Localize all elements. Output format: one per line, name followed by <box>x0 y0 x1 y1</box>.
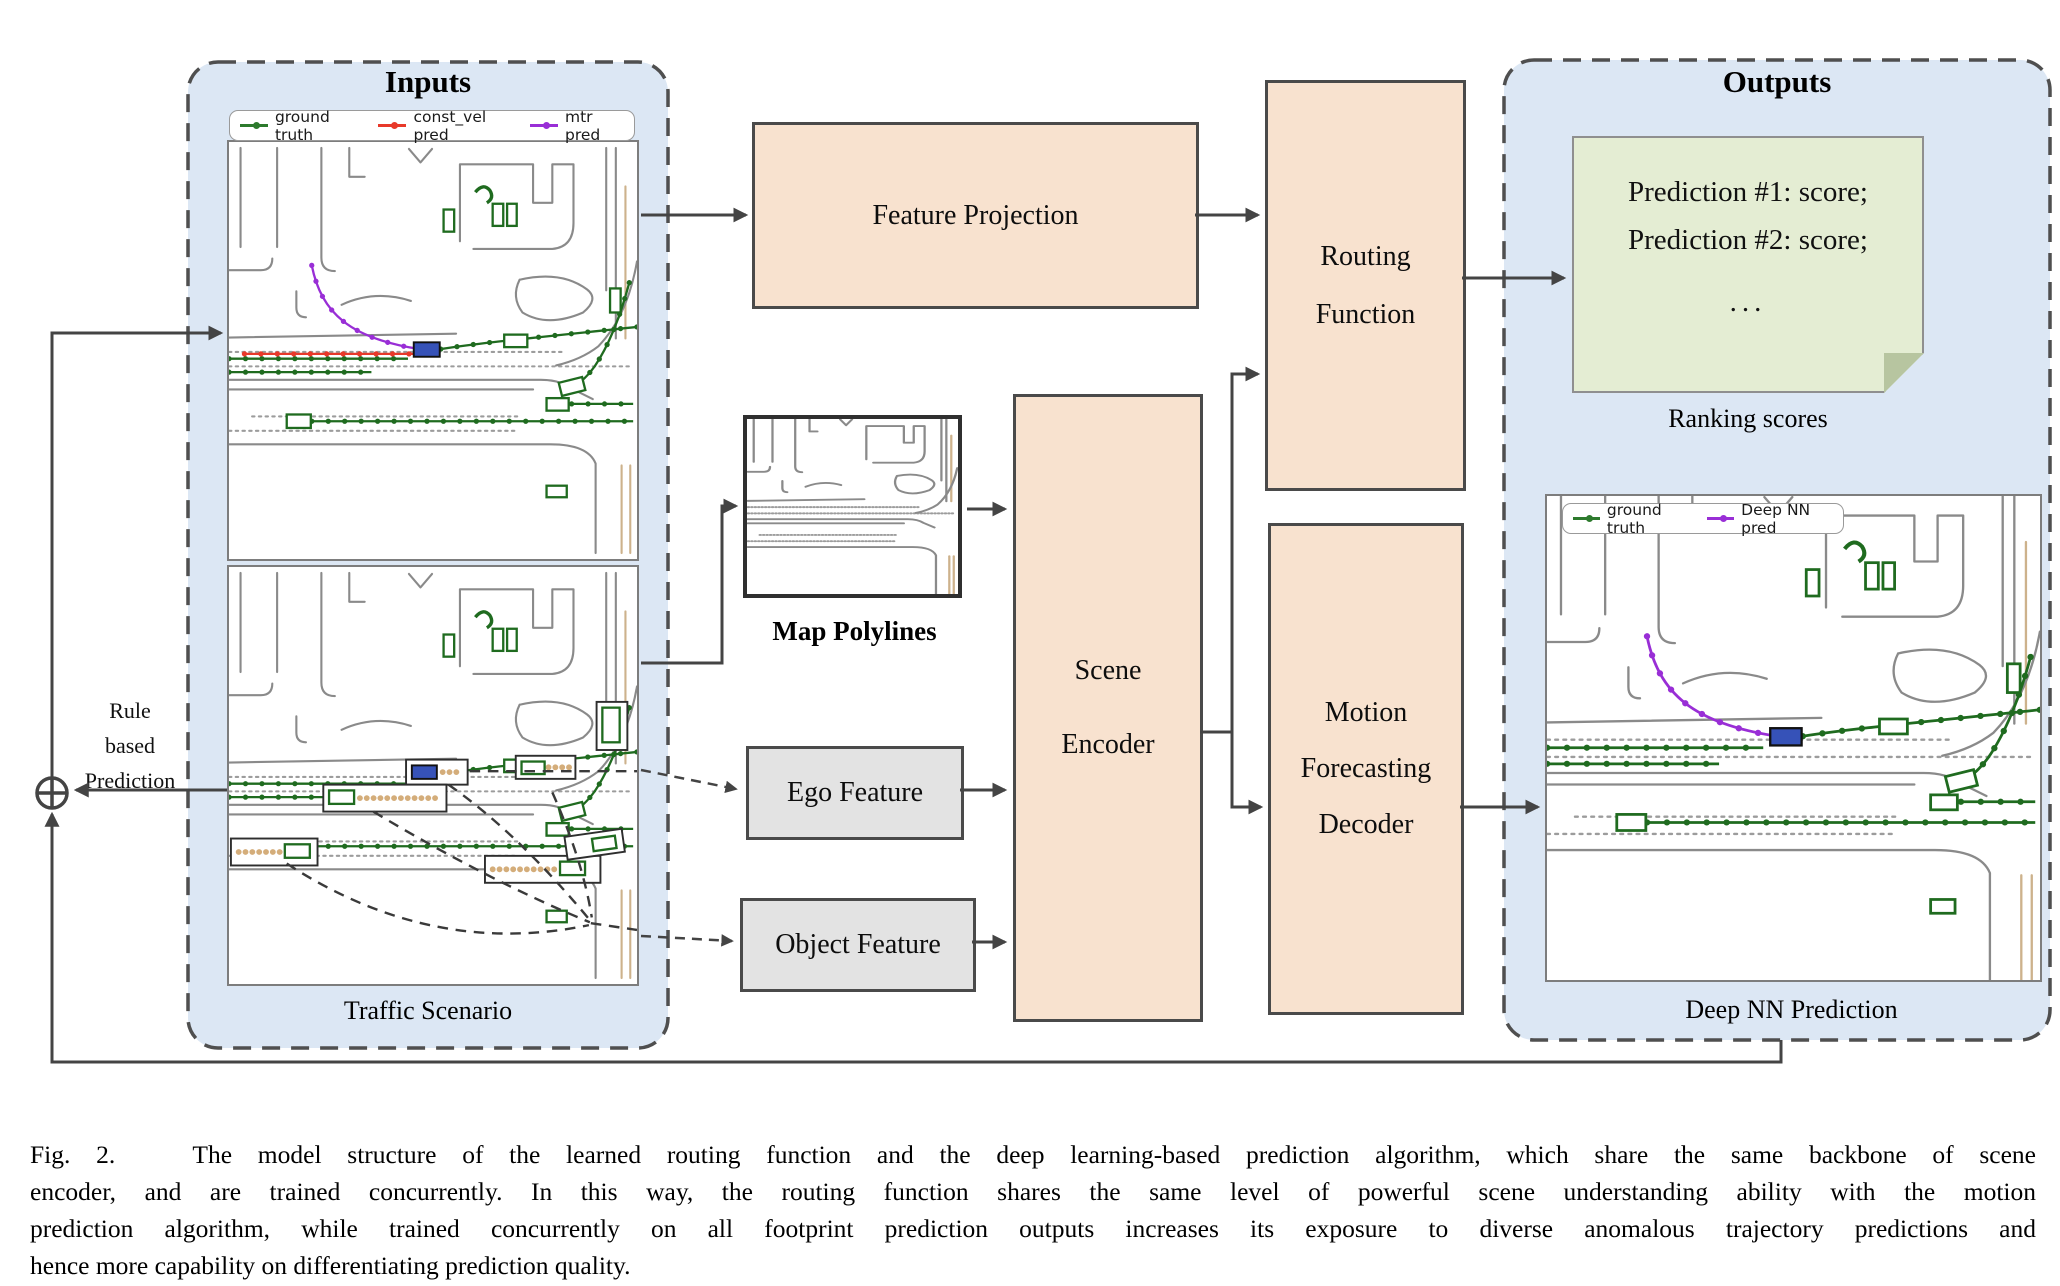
rule-line: based <box>104 733 156 758</box>
prediction-score-line: Prediction #2: score; <box>1627 224 1868 256</box>
motion-forecasting-decoder-box: Motion Forecasting Decoder <box>1268 523 1464 1015</box>
feature-projection-label: Feature Projection <box>872 199 1079 231</box>
legend-item-const-vel-pred: const_vel pred <box>378 108 512 144</box>
scene-encoder-label: Scene <box>1074 655 1142 686</box>
object-feature-label: Object Feature <box>775 929 941 960</box>
prediction-score-line: Prediction #1: score; <box>1627 176 1868 208</box>
motion-decoder-label: Motion <box>1324 697 1408 728</box>
inputs-legend: ground truth const_vel pred mtr pred <box>229 108 635 144</box>
legend-label: Deep NN pred <box>1741 500 1811 537</box>
feature-projection-box: Feature Projection <box>752 122 1199 309</box>
traffic-scenario-1-plot <box>229 147 637 554</box>
routing-function-label: Routing <box>1320 240 1411 272</box>
ego-vehicle <box>412 341 441 358</box>
legend-label: mtr pred <box>564 107 601 144</box>
const-vel-swatch-icon <box>378 122 407 128</box>
mtr-pred-swatch-icon <box>530 122 558 128</box>
motion-decoder-label: Forecasting <box>1300 753 1432 784</box>
legend-item-deep-nn-pred: Deep NN pred <box>1707 501 1833 537</box>
map-polylines-label: Map Polylines <box>772 616 937 646</box>
traffic-scenario-label: Traffic Scenario <box>343 996 513 1025</box>
ellipsis-line: ... <box>1729 286 1767 318</box>
map-polylines-plot <box>747 418 958 595</box>
traffic-scenario-image-1 <box>227 140 639 561</box>
deep-nn-prediction-image <box>1545 494 2042 982</box>
legend-label: ground truth <box>274 107 330 144</box>
arrow-scene-encoder-to-routing <box>1230 366 1261 732</box>
ranking-scores-label: Ranking scores <box>1668 404 1828 433</box>
ego-vehicle <box>410 764 438 780</box>
caption-line: hence more capability on differentiating… <box>30 1251 631 1280</box>
scene-encoder-label: Encoder <box>1061 729 1155 760</box>
caption-line: encoder, and are trained concurrently. I… <box>30 1177 2036 1206</box>
legend-item-ground-truth: ground truth <box>1573 501 1689 537</box>
map-polylines-image <box>743 415 962 598</box>
scene-encoder-box: Scene Encoder <box>1013 394 1203 1022</box>
legend-label: ground truth <box>1606 500 1662 537</box>
ego-feature-label: Ego Feature <box>786 777 924 808</box>
traffic-scenario-image-2 <box>227 565 639 986</box>
deep-nn-pred-swatch-icon <box>1707 515 1735 521</box>
ego-vehicle <box>1769 727 1803 747</box>
deep-nn-prediction-plot <box>1547 495 2040 981</box>
caption-line: prediction algorithm, while trained conc… <box>30 1214 2036 1243</box>
deep-nn-legend: ground truth Deep NN pred <box>1562 501 1844 537</box>
rule-based-prediction-label: Rule based Prediction <box>40 693 220 798</box>
inputs-panel-title: Inputs <box>384 64 472 99</box>
rule-line: Rule <box>109 698 151 723</box>
routing-function-box: Routing Function <box>1265 80 1466 491</box>
deep-nn-prediction-label: Deep NN Prediction <box>1685 995 1898 1024</box>
motion-decoder-label: Decoder <box>1318 809 1414 840</box>
ground-truth-swatch-icon <box>240 122 268 128</box>
figure-caption: Fig. 2. The model structure of the learn… <box>30 1136 2036 1284</box>
object-feature-box: Object Feature <box>740 898 976 992</box>
ranking-scores-note: Prediction #1: score; Prediction #2: sco… <box>1572 136 1924 393</box>
traffic-scenario-2-plot <box>229 572 637 979</box>
legend-label: const_vel pred <box>413 107 487 144</box>
arrow-scene-encoder-to-decoder <box>1230 732 1264 815</box>
legend-item-ground-truth: ground truth <box>240 108 360 144</box>
caption-line: Fig. 2. The model structure of the learn… <box>30 1140 2036 1169</box>
ego-feature-box: Ego Feature <box>746 746 964 840</box>
rule-line: Prediction <box>84 768 176 793</box>
ground-truth-swatch-icon <box>1573 515 1600 521</box>
outputs-panel-title: Outputs <box>1722 64 1832 99</box>
routing-function-label: Function <box>1315 298 1416 330</box>
legend-item-mtr-pred: mtr pred <box>530 108 624 144</box>
